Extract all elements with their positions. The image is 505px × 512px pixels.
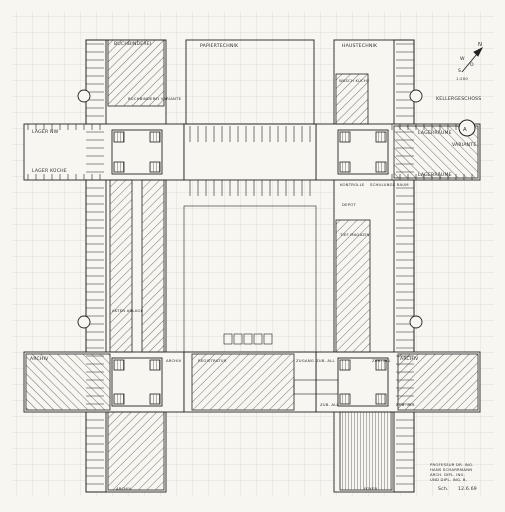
credits-line2: HANS SCHARRMANN bbox=[430, 467, 472, 472]
room-depot: DEPOT bbox=[342, 202, 356, 207]
room-tief-magazin: TIEF MAGAZIN bbox=[339, 232, 370, 237]
room-foyer-s: FOYER bbox=[364, 486, 377, 491]
room-buchbinderei: BUCHBINDEREI bbox=[114, 41, 151, 47]
credits-line3: ARCH. DIPL. ING. bbox=[430, 472, 465, 477]
room-haustechnik: HAUSTECHNIK bbox=[342, 43, 378, 49]
room-zub-a: ZUB. ALL bbox=[316, 358, 336, 363]
waschkueche-room bbox=[335, 73, 369, 125]
variant-letter: A bbox=[463, 127, 467, 133]
room-zub-b: ZUB. ALL bbox=[372, 358, 392, 363]
scale-label: 1:200 bbox=[456, 76, 468, 81]
room-lager-ne: LAGERRÄUME bbox=[418, 129, 452, 136]
room-archiv-s: ARCHIV bbox=[116, 486, 132, 491]
east-wing-bays bbox=[393, 39, 415, 493]
stair-flights bbox=[113, 131, 387, 405]
construction-grid bbox=[12, 12, 494, 496]
west-long-room-b bbox=[141, 179, 165, 353]
room-archiv-c: ARCHIV bbox=[166, 358, 182, 363]
room-schulungsraum: SCHULUNGS RAUM bbox=[370, 182, 409, 187]
compass-w: W bbox=[460, 56, 465, 62]
zugang-ramp bbox=[293, 379, 339, 395]
archiv-s-room bbox=[107, 411, 165, 491]
hatched-rooms bbox=[25, 39, 479, 491]
credits-line4: UND DIPL. ING. B. bbox=[430, 477, 467, 482]
archiv-se-room bbox=[397, 353, 479, 411]
archiv-sw-room bbox=[25, 353, 111, 411]
west-wing-bays bbox=[85, 39, 107, 493]
room-zugang: ZUGANG bbox=[296, 358, 314, 363]
room-papiertechnik: PAPIERTECHNIK bbox=[200, 43, 239, 49]
compass-n: N bbox=[478, 42, 482, 48]
round-towers bbox=[77, 89, 423, 329]
drawing-date: 12.6.69 bbox=[458, 486, 477, 492]
buchbinderei-room bbox=[107, 39, 165, 107]
credits-block: PROFESSUR DR. ING. HANS SCHARRMANN ARCH.… bbox=[430, 462, 477, 492]
compass-o: O bbox=[470, 62, 474, 68]
room-lager-ne2: LAGERRÄUME bbox=[418, 171, 452, 178]
compass-s: S bbox=[458, 68, 461, 74]
room-labels: BUCHBINDEREI BUCHBINDEREI VARIANTE PAPIE… bbox=[30, 41, 452, 491]
room-zub-c: ZUB. ALL bbox=[320, 402, 340, 407]
variant-circle-icon bbox=[458, 119, 476, 137]
room-waschkueche: WASCH KÜCHE bbox=[339, 78, 370, 83]
signature: Sch. bbox=[438, 486, 449, 492]
courtyard bbox=[183, 205, 317, 353]
bay-ticks bbox=[27, 43, 473, 485]
compass-icon bbox=[461, 46, 484, 73]
room-registratur: REGISTRATUR bbox=[198, 358, 227, 363]
room-buchbinderei-variante: BUCHBINDEREI VARIANTE bbox=[128, 96, 182, 101]
credits-line1: PROFESSUR DR. ING. bbox=[430, 462, 474, 467]
room-kontrolle: KONTROLLE bbox=[340, 182, 365, 187]
west-long-room-a bbox=[109, 179, 133, 353]
sheet-title: KELLERGESCHOSS bbox=[436, 96, 481, 102]
east-long-room-a bbox=[335, 219, 371, 353]
foyer-s-room bbox=[339, 411, 393, 491]
papiertechnik-room bbox=[185, 39, 315, 125]
north-connector bbox=[183, 123, 317, 181]
room-akten-ablage: AKTEN ABLAGE bbox=[112, 308, 144, 313]
registratur-room bbox=[191, 353, 295, 411]
room-lager-kueche: LAGER KÜCHE bbox=[32, 167, 67, 174]
variant-label: VARIANTE bbox=[452, 142, 476, 148]
south-storage-row bbox=[223, 333, 339, 395]
room-archiv-w: ARCHIV bbox=[30, 356, 49, 362]
room-archiv-e: ARCHIV bbox=[400, 356, 419, 362]
room-zub-d: ZUB. ALL bbox=[396, 402, 416, 407]
title-block: N W O S 1:200 KELLERGESCHOSS A VARIANTE bbox=[436, 42, 482, 148]
room-lager-nw: LAGER NW bbox=[32, 129, 59, 135]
